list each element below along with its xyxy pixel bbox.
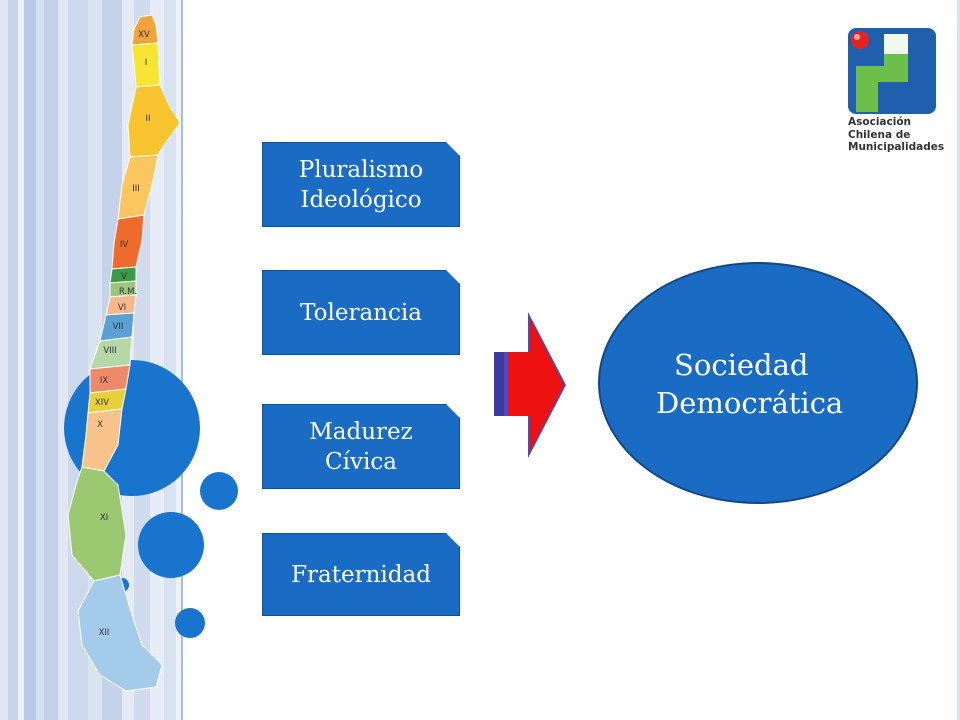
small-decorative-circle-2 — [175, 608, 205, 638]
map-label-xi: XI — [100, 513, 108, 523]
map-label-ix: IX — [100, 376, 109, 386]
medium-decorative-circle — [138, 512, 204, 578]
map-label-rm: R.M. — [119, 287, 137, 297]
concept-label: Tolerancia — [300, 299, 422, 326]
map-label-iv: IV — [120, 240, 129, 250]
concept-box-fraternidad: Fraternidad — [262, 533, 460, 616]
logo-text-line1: Asociación — [848, 116, 912, 128]
map-region-ii — [127, 84, 181, 158]
chile-regions-map: XV I II III IV V R.M. VI VII VIII IX XIV… — [67, 15, 181, 692]
map-region-x — [81, 408, 123, 472]
map-label-i: I — [145, 58, 148, 68]
map-label-xv: XV — [138, 30, 150, 40]
map-label-xiv: XIV — [95, 398, 109, 408]
concept-label-line2: Cívica — [325, 448, 397, 475]
map-label-iii: III — [132, 184, 140, 194]
concept-label: Fraternidad — [291, 561, 431, 588]
right-arrow-icon — [494, 312, 566, 458]
logo-text: Asociación Chilena de Municipalidades — [848, 116, 944, 154]
map-label-ii: II — [145, 114, 150, 124]
concept-box-madurez: Madurez Cívica — [262, 404, 460, 489]
concept-label-line1: Madurez — [309, 418, 413, 445]
result-label-line1: Sociedad — [674, 348, 809, 382]
concept-box-tolerancia: Tolerancia — [262, 270, 460, 355]
map-label-v: V — [121, 272, 127, 282]
logo-text-line2: Chilena de — [848, 128, 911, 141]
result-ellipse — [598, 262, 918, 504]
map-label-vi: VI — [118, 303, 126, 313]
concept-label-line1: Pluralismo — [298, 156, 424, 183]
map-label-vii: VII — [113, 322, 124, 332]
logo-text-line3: Municipalidades — [848, 141, 945, 153]
map-region-xi — [67, 466, 127, 582]
map-label-viii: VIII — [103, 346, 116, 356]
map-label-xii: XII — [99, 628, 110, 638]
result-text: Sociedad Democrática — [650, 346, 860, 422]
small-decorative-circle — [200, 472, 238, 510]
slide-right-border — [957, 0, 960, 720]
concept-box-pluralismo: Pluralismo Ideológico — [262, 142, 460, 227]
map-label-x: X — [97, 420, 103, 430]
concept-label-line2: Ideológico — [300, 186, 422, 213]
achm-logo — [848, 28, 936, 114]
result-label-line2: Democrática — [656, 386, 844, 420]
map-region-xii — [77, 574, 163, 692]
